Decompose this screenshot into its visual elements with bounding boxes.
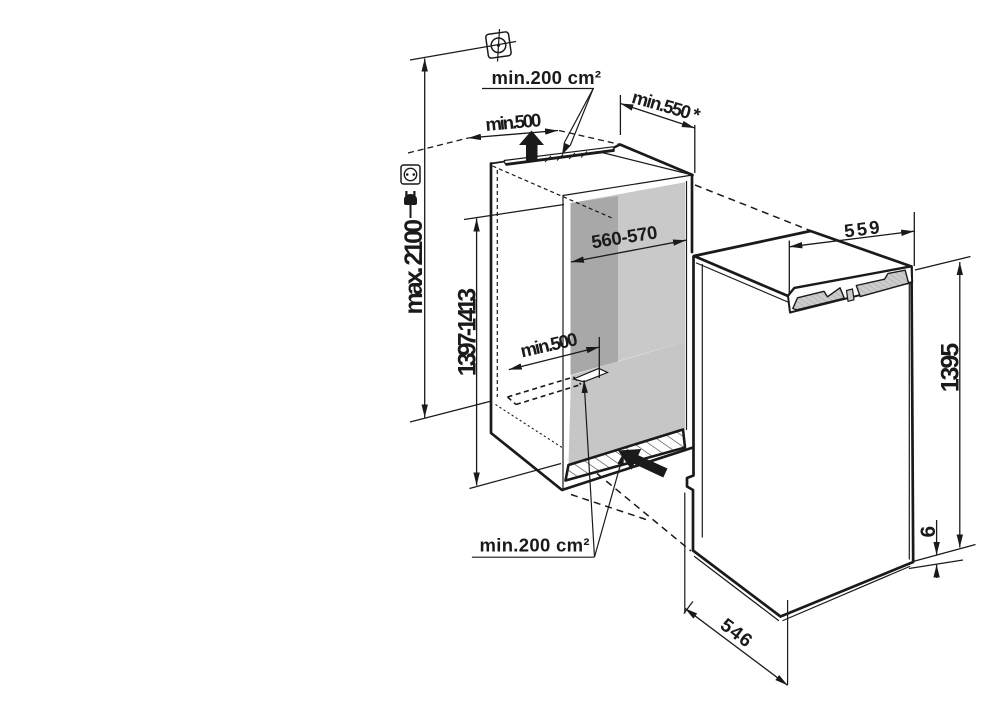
svg-text:1397-1413: 1397-1413: [454, 288, 482, 377]
svg-text:min.200 cm²: min.200 cm²: [480, 535, 590, 556]
svg-text:min.500: min.500: [485, 109, 543, 135]
svg-text:max. 2100: max. 2100: [400, 219, 428, 315]
svg-text:min.200 cm²: min.200 cm²: [492, 67, 602, 88]
svg-text:559: 559: [843, 216, 881, 241]
svg-text:6: 6: [917, 526, 940, 538]
svg-text:1395: 1395: [936, 343, 964, 393]
